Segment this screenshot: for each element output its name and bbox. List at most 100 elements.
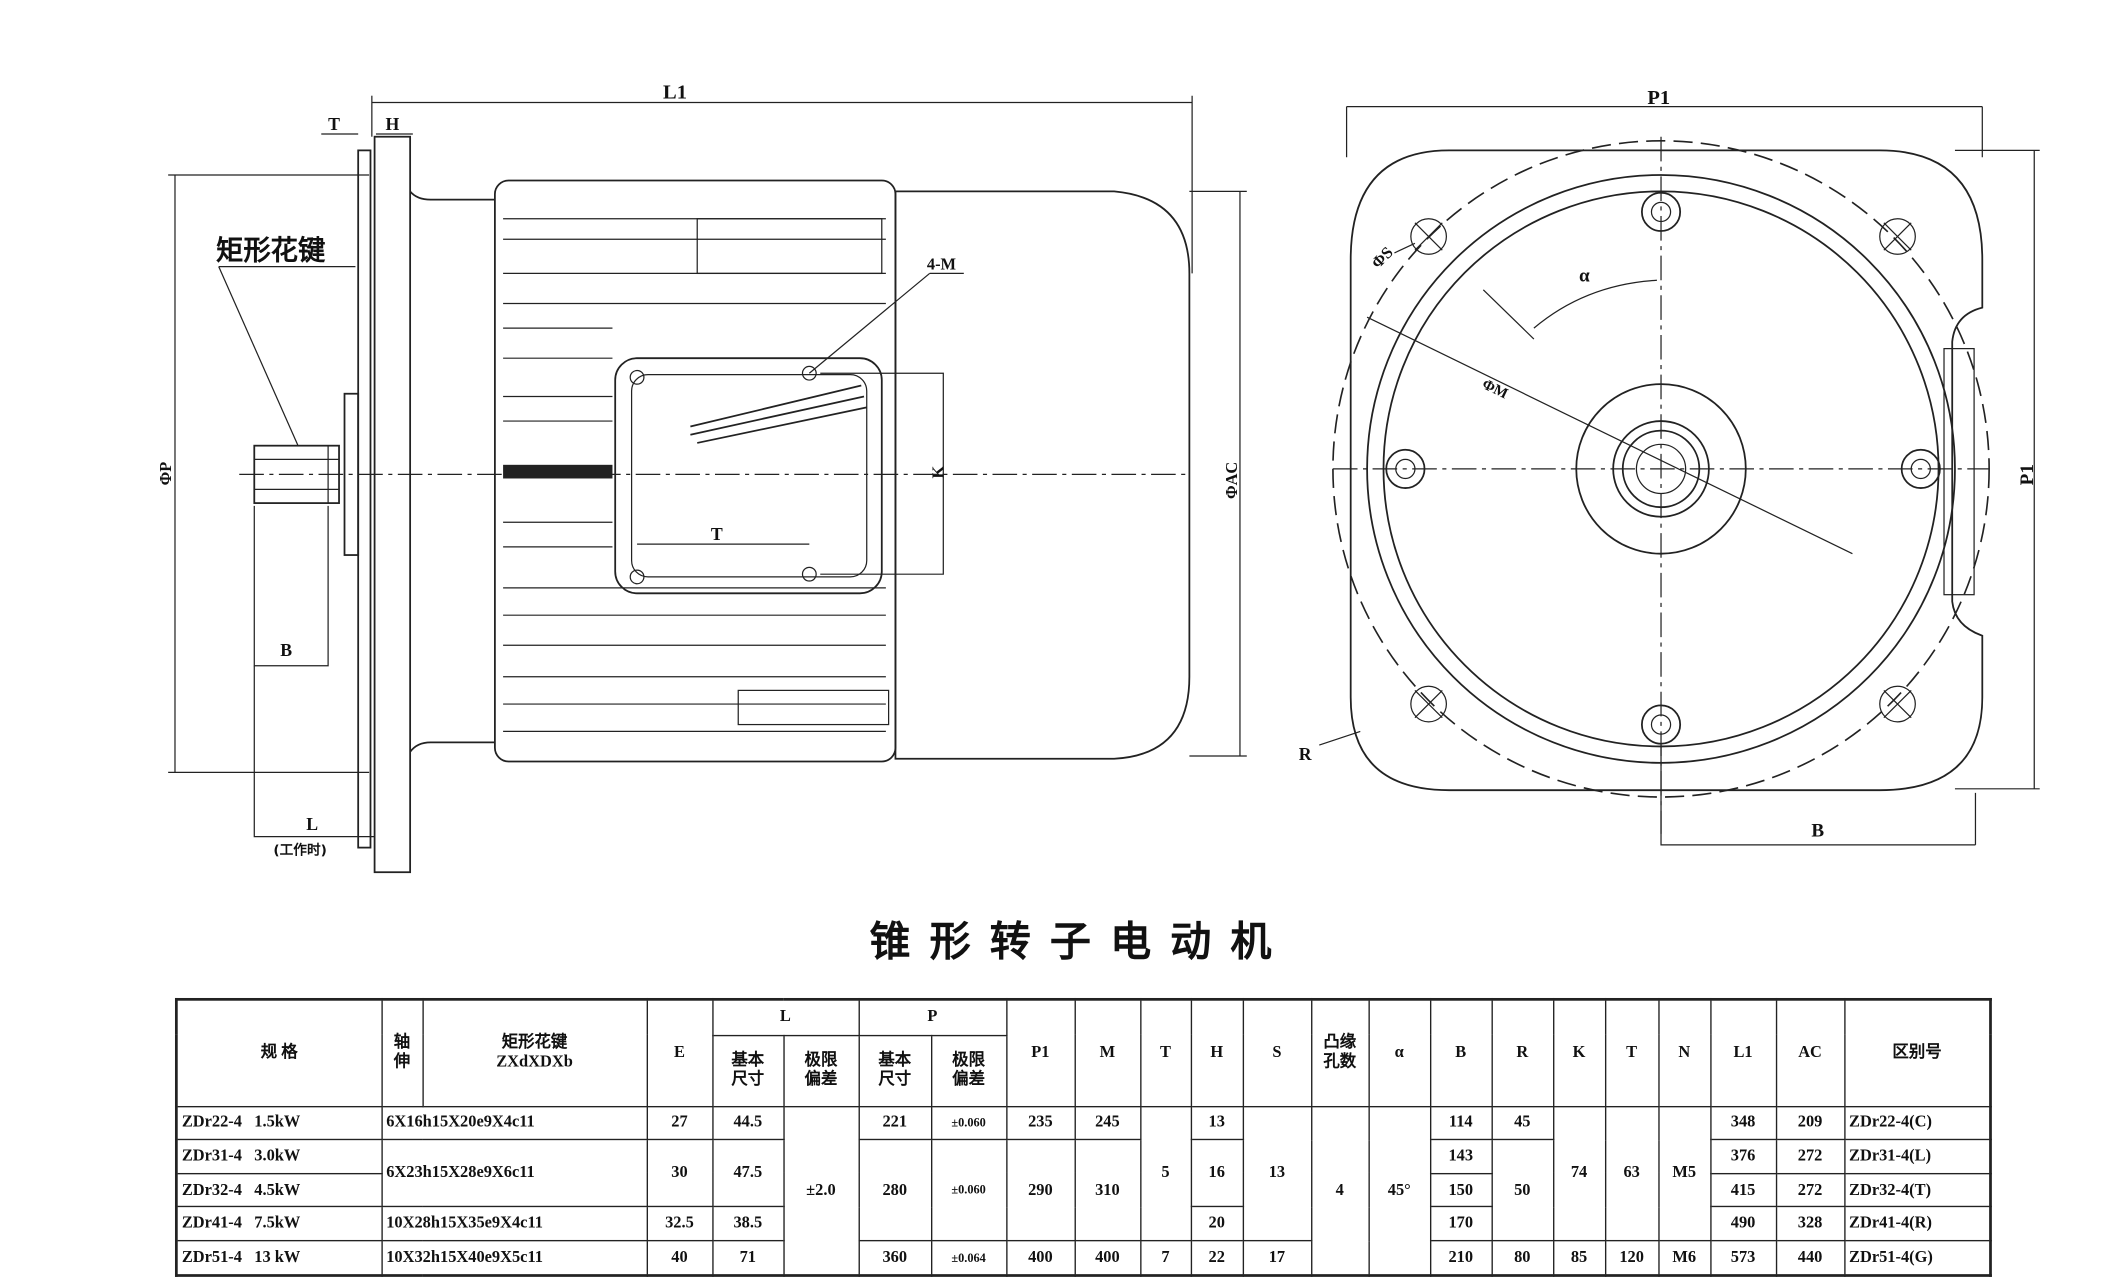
dim-T-label: T xyxy=(328,114,340,134)
cell-E: 32.5 xyxy=(645,1206,713,1242)
cell-spline: 6X23h15X28e9X6c11 xyxy=(380,1138,648,1208)
cell-M: 310 xyxy=(1073,1138,1141,1242)
dim-P1-right-label: P1 xyxy=(2017,464,2038,485)
dim-L1-label: L1 xyxy=(663,81,687,103)
cell-P1: 235 xyxy=(1005,1105,1076,1141)
cell-L1: 573 xyxy=(1709,1239,1777,1277)
cell-P-tolerance: ±0.060 xyxy=(930,1105,1007,1141)
cell-E: 40 xyxy=(645,1239,713,1277)
cell-N: M5 xyxy=(1657,1105,1711,1242)
dim-4M-label: 4-M xyxy=(927,254,956,273)
table-row: ZDr32-4 4.5kW 150 415 272 ZDr32-4(T) xyxy=(175,1172,1992,1208)
table-row: ZDr41-4 7.5kW 10X28h15X35e9X4c11 32.5 38… xyxy=(175,1206,1992,1242)
cell-S: 13 xyxy=(1242,1105,1312,1242)
cell-L-basic: 71 xyxy=(711,1239,785,1277)
header-E: E xyxy=(645,998,713,1107)
header-P: P xyxy=(857,998,1007,1036)
cooling-fins xyxy=(503,218,890,733)
cell-K: 85 xyxy=(1552,1239,1606,1277)
drawing-title: 锥形转子电动机 xyxy=(869,918,1291,967)
cell-code: ZDr51-4(G) xyxy=(1843,1239,1992,1277)
flange-plate xyxy=(373,135,412,874)
dim-phiM-label: ΦM xyxy=(1479,376,1510,402)
table-header-row: 规 格 轴 伸 矩形花键 ZXdXDXb E L P P1 M T H S 凸缘… xyxy=(175,998,1992,1107)
end-flange xyxy=(1349,149,1984,792)
dim-L-note: (工作时) xyxy=(273,841,326,858)
dim-B-label: B xyxy=(280,640,292,660)
cell-R: 50 xyxy=(1490,1138,1554,1242)
cell-T: 5 xyxy=(1139,1105,1192,1242)
cell-AC: 272 xyxy=(1775,1138,1845,1174)
cell-AC: 440 xyxy=(1775,1239,1845,1277)
cell-H: 16 xyxy=(1190,1138,1244,1208)
cell-H: 22 xyxy=(1190,1239,1244,1277)
cell-B: 143 xyxy=(1429,1138,1493,1174)
cell-spline: 10X28h15X35e9X4c11 xyxy=(380,1206,648,1242)
cell-spec: ZDr32-4 4.5kW xyxy=(175,1172,383,1208)
fan-cover xyxy=(894,190,1191,760)
cell-L1: 490 xyxy=(1709,1206,1777,1242)
cell-AC: 272 xyxy=(1775,1172,1845,1208)
cell-B: 170 xyxy=(1429,1206,1493,1242)
header-L: L xyxy=(711,998,860,1036)
header-L-tolerance: 极限 偏差 xyxy=(782,1034,860,1107)
cell-M: 245 xyxy=(1073,1105,1141,1141)
cell-alpha: 45° xyxy=(1367,1105,1431,1277)
cell-spec: ZDr31-4 3.0kW xyxy=(175,1138,383,1174)
dim-P1-top-label: P1 xyxy=(1647,87,1670,109)
terminal-box xyxy=(614,357,883,595)
header-P-basic: 基本 尺寸 xyxy=(857,1034,932,1107)
table-row: ZDr22-4 1.5kW 6X16h15X20e9X4c11 27 44.5 … xyxy=(175,1105,1992,1277)
cell-T2: 120 xyxy=(1604,1239,1659,1277)
cell-L-basic: 47.5 xyxy=(711,1138,785,1208)
header-L-basic: 基本 尺寸 xyxy=(711,1034,785,1107)
cell-P-tolerance: ±0.060 xyxy=(930,1138,1007,1242)
dim-B-end-label: B xyxy=(1811,821,1824,842)
spline-label: 矩形花键 xyxy=(216,235,326,267)
table-row: ZDr31-4 3.0kW 6X23h15X28e9X6c11 30 47.5 … xyxy=(175,1138,1992,1242)
cell-H: 13 xyxy=(1190,1105,1244,1141)
header-spline: 矩形花键 ZXdXDXb xyxy=(421,998,648,1107)
dim-R-label: R xyxy=(1299,744,1312,764)
header-B: B xyxy=(1429,998,1493,1107)
cell-P-tolerance: ±0.064 xyxy=(930,1239,1007,1277)
cell-H: 20 xyxy=(1190,1206,1244,1242)
cell-code: ZDr32-4(T) xyxy=(1843,1172,1992,1208)
cell-L-tolerance: ±2.0 xyxy=(782,1105,860,1277)
cell-P1: 400 xyxy=(1005,1239,1076,1277)
header-L1: L1 xyxy=(1709,998,1777,1107)
header-code: 区别号 xyxy=(1843,998,1992,1107)
header-H: H xyxy=(1190,998,1244,1107)
cell-AC: 209 xyxy=(1775,1105,1845,1141)
cell-code: ZDr22-4(C) xyxy=(1843,1105,1992,1141)
cell-K: 74 xyxy=(1552,1105,1606,1242)
header-AC: AC xyxy=(1775,998,1845,1107)
cell-E: 27 xyxy=(645,1105,713,1141)
cell-S: 17 xyxy=(1242,1239,1312,1277)
cell-spec: ZDr51-4 13 kW xyxy=(175,1239,383,1277)
cell-E: 30 xyxy=(645,1138,713,1208)
header-holes: 凸缘 孔数 xyxy=(1310,998,1370,1107)
table-row: ZDr51-4 13 kW 10X32h15X40e9X5c11 40 71 3… xyxy=(175,1239,1992,1277)
dimension-table: 规 格 轴 伸 矩形花键 ZXdXDXb E L P P1 M T H S 凸缘… xyxy=(174,997,1992,1277)
cell-R: 45 xyxy=(1490,1105,1554,1141)
cell-L-basic: 44.5 xyxy=(711,1105,785,1141)
cell-L-basic: 38.5 xyxy=(711,1206,785,1242)
bolt-holes xyxy=(1385,191,1941,745)
header-R: R xyxy=(1490,998,1554,1107)
terminal-screws xyxy=(629,365,817,585)
cell-code: ZDr41-4(R) xyxy=(1843,1206,1992,1242)
cell-P1: 290 xyxy=(1005,1138,1076,1242)
cell-B: 150 xyxy=(1429,1172,1493,1208)
header-alpha: α xyxy=(1367,998,1431,1107)
dim-phiP-label: ΦP xyxy=(156,462,175,486)
cell-code: ZDr31-4(L) xyxy=(1843,1138,1992,1174)
cell-T: 7 xyxy=(1139,1239,1192,1277)
cell-P-basic: 360 xyxy=(857,1239,932,1277)
dim-L-label: L xyxy=(306,814,318,834)
header-P1: P1 xyxy=(1005,998,1076,1107)
cell-holes: 4 xyxy=(1310,1105,1370,1277)
dim-alpha-label: α xyxy=(1579,266,1590,287)
